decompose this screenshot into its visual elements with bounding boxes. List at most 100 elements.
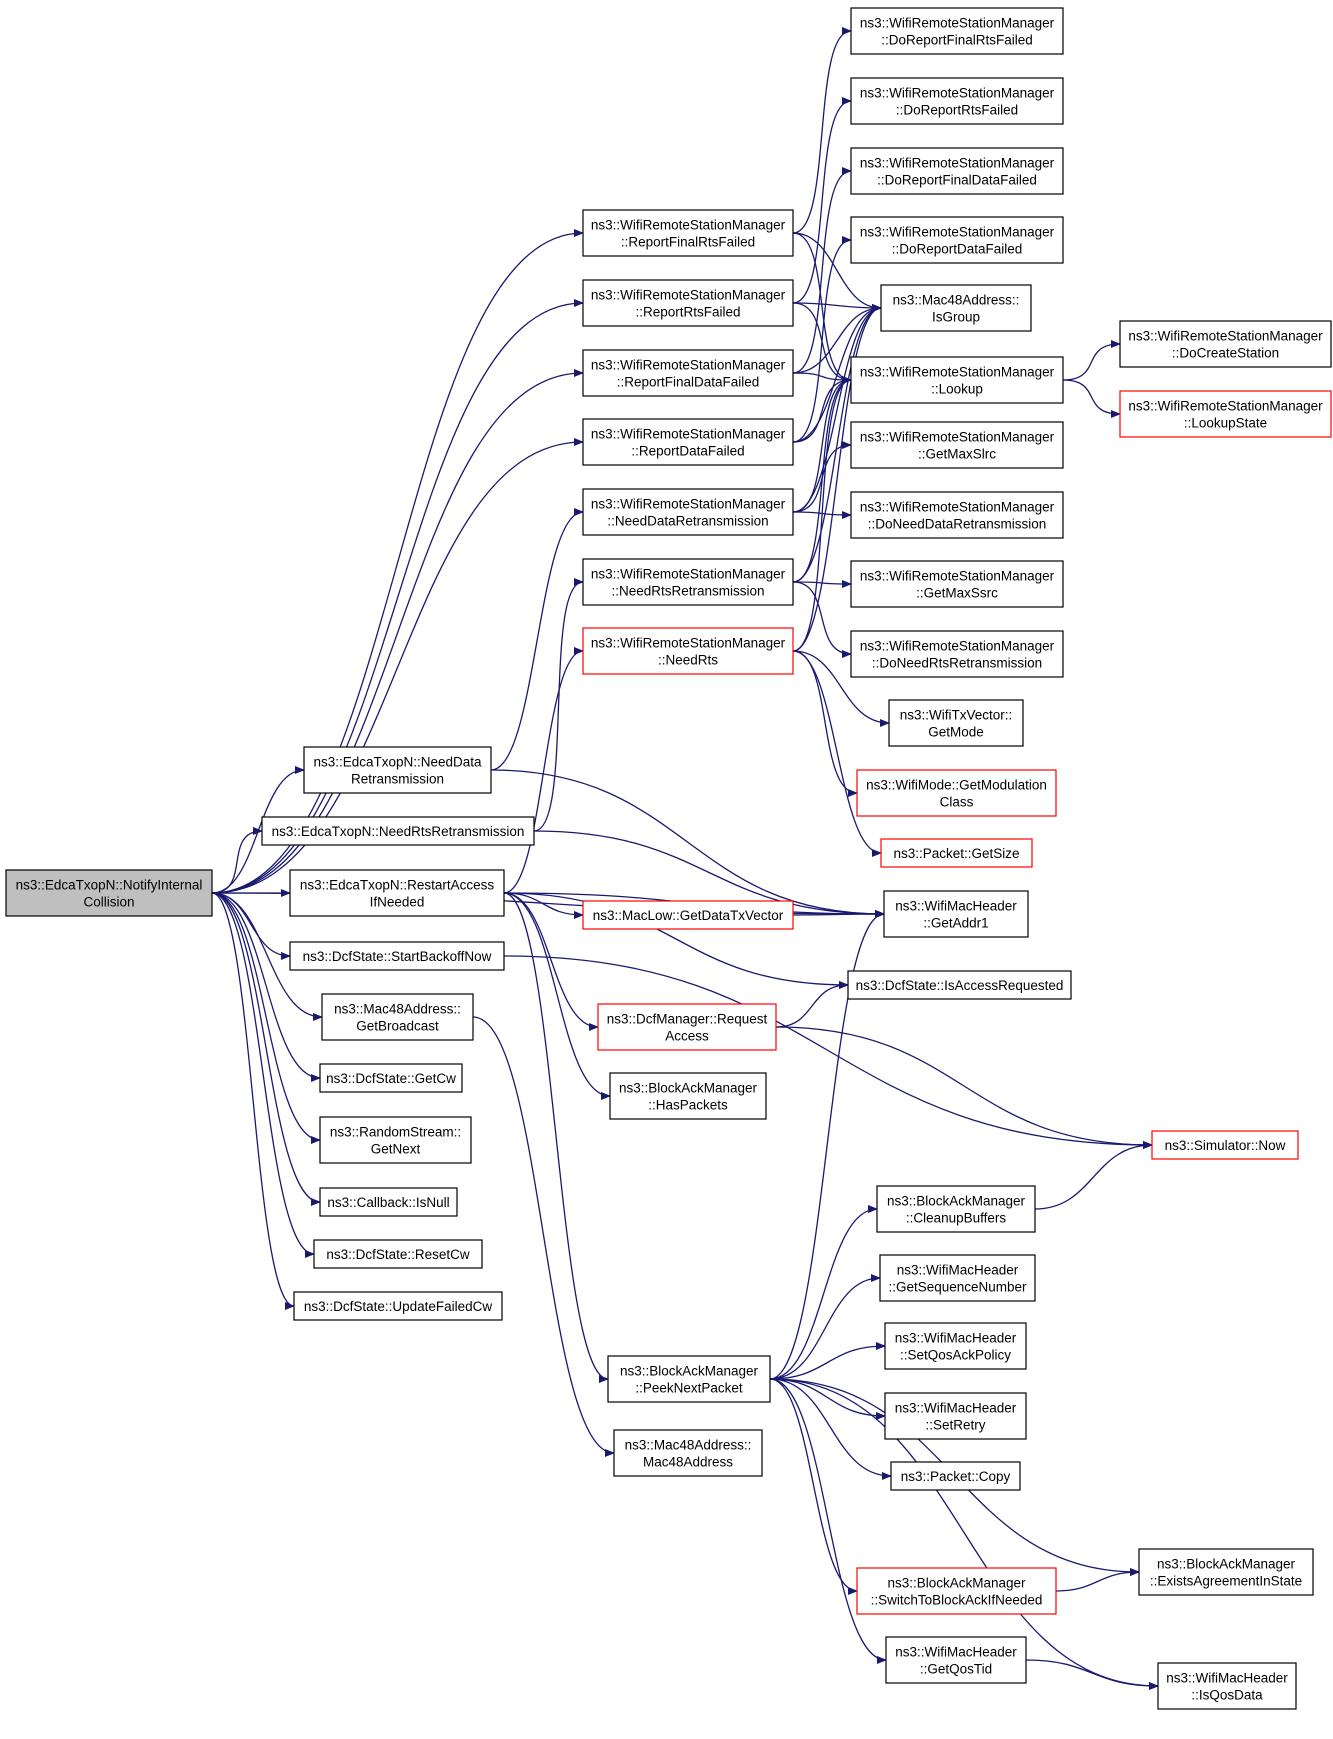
node-label-line: ns3::WifiMacHeader	[895, 899, 1017, 914]
edge-needDataRetx-to-rNeedDataRetx	[490, 508, 584, 771]
node-box	[885, 1636, 1027, 1684]
node-isNull[interactable]: ns3::Callback::IsNull	[319, 1187, 458, 1217]
node-box	[289, 869, 505, 917]
node-doNeedRtsRetx[interactable]: ns3::WifiRemoteStationManager::DoNeedRts…	[850, 630, 1064, 678]
node-rReportRts[interactable]: ns3::WifiRemoteStationManager::ReportRts…	[582, 279, 794, 327]
node-rReportFinalData[interactable]: ns3::WifiRemoteStationManager::ReportFin…	[582, 349, 794, 397]
node-needRtsRetx[interactable]: ns3::EdcaTxopN::NeedRtsRetransmission	[261, 816, 535, 846]
node-label-line: ::SwitchToBlockAckIfNeeded	[871, 1593, 1043, 1608]
edge-rReportRts-to-doReportRts	[792, 97, 852, 304]
node-box	[303, 746, 492, 794]
node-isAccessRequested[interactable]: ns3::DcfState::IsAccessRequested	[847, 970, 1072, 1000]
node-packetGetSize[interactable]: ns3::Packet::GetSize	[880, 838, 1033, 868]
edge-switchToBA-to-existsAgreement	[1055, 1568, 1140, 1592]
node-label-line: ns3::Mac48Address::	[893, 293, 1020, 308]
node-label-line: ::GetMaxSlrc	[918, 447, 996, 462]
node-box	[856, 1567, 1057, 1615]
node-bamPeekNext[interactable]: ns3::BlockAckManager::PeekNextPacket	[607, 1355, 771, 1403]
node-label-line: ns3::Callback::IsNull	[327, 1195, 449, 1210]
node-box	[289, 941, 505, 971]
node-label-line: IfNeeded	[370, 895, 425, 910]
node-packetCopy[interactable]: ns3::Packet::Copy	[890, 1461, 1021, 1491]
node-getSeqNum[interactable]: ns3::WifiMacHeader::GetSequenceNumber	[879, 1254, 1036, 1302]
node-needDataRetx[interactable]: ns3::EdcaTxopN::NeedDataRetransmission	[303, 746, 492, 794]
node-setRetry[interactable]: ns3::WifiMacHeader::SetRetry	[884, 1392, 1027, 1440]
node-label-line: Collision	[83, 895, 134, 910]
node-box	[856, 769, 1057, 817]
node-getAddr1[interactable]: ns3::WifiMacHeader::GetAddr1	[883, 890, 1029, 938]
node-startBackoff[interactable]: ns3::DcfState::StartBackoffNow	[289, 941, 505, 971]
edge-rNeedRts-to-wifiModeGetMod	[792, 650, 858, 797]
node-box	[607, 1355, 771, 1403]
node-box	[313, 1239, 483, 1269]
node-getNext[interactable]: ns3::RandomStream::GetNext	[319, 1116, 472, 1164]
node-box	[582, 900, 794, 930]
node-simulatorNow[interactable]: ns3::Simulator::Now	[1151, 1130, 1299, 1160]
node-label-line: ::NeedRtsRetransmission	[611, 584, 764, 599]
node-rNeedRtsRetx[interactable]: ns3::WifiRemoteStationManager::NeedRtsRe…	[582, 558, 794, 606]
node-label-line: ns3::WifiRemoteStationManager	[591, 567, 786, 582]
node-label-line: ::SetRetry	[925, 1418, 985, 1433]
node-setQosAck[interactable]: ns3::WifiMacHeader::SetQosAckPolicy	[884, 1322, 1027, 1370]
edge-bamPeekNext-to-getSeqNum	[769, 1274, 881, 1380]
node-label-line: ns3::WifiMacHeader	[1166, 1671, 1288, 1686]
node-label-line: ns3::RandomStream::	[330, 1125, 461, 1140]
node-box	[321, 993, 474, 1041]
node-label-line: ::GetAddr1	[923, 916, 988, 931]
node-cleanupBuffers[interactable]: ns3::BlockAckManager::CleanupBuffers	[876, 1185, 1036, 1233]
node-label-line: ::PeekNextPacket	[635, 1381, 743, 1396]
node-isQosData[interactable]: ns3::WifiMacHeader::IsQosData	[1157, 1662, 1297, 1710]
node-updateFailedCw[interactable]: ns3::DcfState::UpdateFailedCw	[293, 1291, 503, 1321]
edge-rReportData-to-isGroup	[792, 304, 882, 443]
node-getBroadcast[interactable]: ns3::Mac48Address::GetBroadcast	[321, 993, 474, 1041]
edge-bamPeekNext-to-cleanupBuffers	[769, 1205, 878, 1380]
edge-root-to-resetCw	[211, 892, 315, 1258]
node-box	[1151, 1130, 1299, 1160]
node-label-line: ns3::WifiRemoteStationManager	[591, 218, 786, 233]
edge-root-to-isNull	[211, 892, 321, 1206]
node-switchToBA[interactable]: ns3::BlockAckManager::SwitchToBlockAckIf…	[856, 1567, 1057, 1615]
node-doReportRts[interactable]: ns3::WifiRemoteStationManager::DoReportR…	[850, 77, 1064, 125]
node-rNeedRts[interactable]: ns3::WifiRemoteStationManager::NeedRts	[582, 627, 794, 675]
node-doNeedDataRetx[interactable]: ns3::WifiRemoteStationManager::DoNeedDat…	[850, 491, 1064, 539]
node-macLowGetDataTx[interactable]: ns3::MacLow::GetDataTxVector	[582, 900, 794, 930]
node-rNeedDataRetx[interactable]: ns3::WifiRemoteStationManager::NeedDataR…	[582, 488, 794, 536]
node-txVectorGetMode[interactable]: ns3::WifiTxVector::GetMode	[888, 699, 1024, 747]
node-label-line: ::GetSequenceNumber	[888, 1280, 1027, 1295]
node-label-line: ns3::Simulator::Now	[1165, 1138, 1286, 1153]
node-label-line: ns3::DcfState::ResetCw	[326, 1247, 470, 1262]
node-lookupState[interactable]: ns3::WifiRemoteStationManager::LookupSta…	[1119, 390, 1332, 438]
node-doReportFinalRts[interactable]: ns3::WifiRemoteStationManager::DoReportF…	[850, 7, 1064, 55]
edge-root-to-getCw	[211, 892, 321, 1082]
node-box	[883, 890, 1029, 938]
node-mac48Address[interactable]: ns3::Mac48Address::Mac48Address	[613, 1429, 763, 1477]
node-lookup[interactable]: ns3::WifiRemoteStationManager::Lookup	[850, 356, 1064, 404]
node-label-line: ::Lookup	[931, 382, 983, 397]
node-isGroup[interactable]: ns3::Mac48Address::IsGroup	[880, 284, 1032, 332]
node-doReportFinalData[interactable]: ns3::WifiRemoteStationManager::DoReportF…	[850, 147, 1064, 195]
node-getQosTid[interactable]: ns3::WifiMacHeader::GetQosTid	[885, 1636, 1027, 1684]
edge-rReportFinalData-to-lookup	[792, 372, 852, 384]
node-doCreateStation[interactable]: ns3::WifiRemoteStationManager::DoCreateS…	[1119, 320, 1332, 368]
node-label-line: Class	[940, 795, 974, 810]
node-label-line: ns3::BlockAckManager	[620, 1364, 759, 1379]
node-getCw[interactable]: ns3::DcfState::GetCw	[319, 1063, 463, 1093]
node-rReportFinalRts[interactable]: ns3::WifiRemoteStationManager::ReportFin…	[582, 209, 794, 257]
nodes-layer: ns3::EdcaTxopN::NotifyInternalCollisionn…	[5, 7, 1332, 1710]
node-resetCw[interactable]: ns3::DcfState::ResetCw	[313, 1239, 483, 1269]
node-box	[319, 1063, 463, 1093]
node-getMaxSsrc[interactable]: ns3::WifiRemoteStationManager::GetMaxSsr…	[850, 560, 1064, 608]
node-box	[880, 284, 1032, 332]
node-doReportData[interactable]: ns3::WifiRemoteStationManager::DoReportD…	[850, 216, 1064, 264]
node-box	[890, 1461, 1021, 1491]
node-label-line: ns3::WifiRemoteStationManager	[860, 86, 1055, 101]
node-rReportData[interactable]: ns3::WifiRemoteStationManager::ReportDat…	[582, 418, 794, 466]
node-existsAgreement[interactable]: ns3::BlockAckManager::ExistsAgreementInS…	[1138, 1548, 1314, 1596]
node-bamHasPackets[interactable]: ns3::BlockAckManager::HasPackets	[609, 1072, 767, 1120]
edge-restartAccess-to-isAccessRequested	[503, 892, 849, 989]
node-getMaxSlrc[interactable]: ns3::WifiRemoteStationManager::GetMaxSlr…	[850, 421, 1064, 469]
